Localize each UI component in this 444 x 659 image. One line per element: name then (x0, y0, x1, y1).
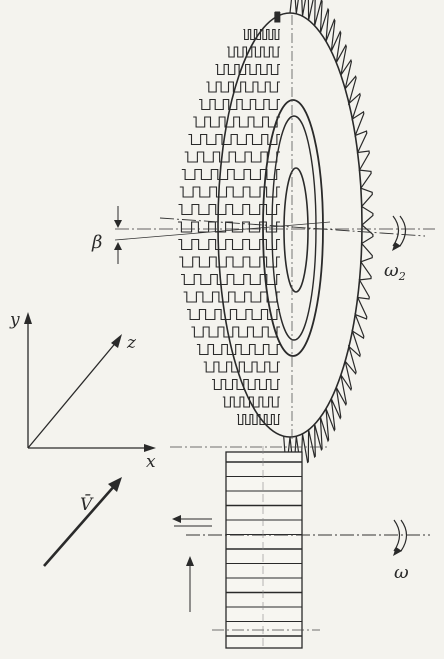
beta-tilted-line (114, 221, 331, 241)
velocity-label: V̄ (80, 493, 94, 515)
hob-thread-row (188, 133, 280, 146)
feed-arrows (172, 515, 212, 612)
omega2-arrowhead (392, 242, 401, 251)
beta-arrowhead-top (114, 220, 122, 228)
hob-thread-row (227, 46, 280, 58)
hob-thread-row (274, 11, 281, 23)
hob-cutter (178, 0, 374, 469)
omega-arc-2 (400, 519, 408, 552)
workpiece-tooth-bands (226, 461, 302, 637)
hob-thread-row (196, 343, 280, 356)
velocity-arrowhead (108, 477, 122, 492)
x-axis-label: x (146, 452, 156, 472)
omega2-label: ω2 (384, 260, 406, 283)
y-axis-label: y (9, 310, 20, 330)
hob-thread-row (183, 291, 280, 303)
omega-arc-1 (393, 519, 401, 552)
beta-label: β (91, 232, 102, 253)
omega2-rotation: ω2 (384, 215, 407, 283)
hob-thread-row (181, 168, 280, 181)
hob-thread-row (222, 396, 280, 408)
hob-thread-row (212, 378, 280, 391)
hob-thread-row (178, 238, 280, 251)
hob-thread-row (193, 116, 280, 128)
hob-thread-row (187, 308, 280, 321)
hob-thread-row (191, 326, 280, 338)
hob-inner-ring-2 (271, 115, 317, 341)
omega2-arc-1 (392, 215, 400, 247)
hob-axis-line (159, 217, 426, 237)
hob-thread-row (179, 186, 280, 198)
hob-thread-row (243, 28, 280, 41)
workpiece (170, 446, 430, 649)
hob-thread-row (215, 63, 280, 76)
hob-thread-row (199, 98, 280, 111)
velocity-vector: V̄ (43, 477, 122, 567)
z-axis-label: z (126, 333, 137, 353)
hob-teeth (283, 0, 374, 469)
beta-angle-marker: β (91, 206, 122, 264)
hob-hub (283, 167, 309, 293)
beta-arrowhead-bottom (114, 242, 122, 250)
z-axis-arrowhead (111, 334, 122, 348)
hob-axis (114, 217, 435, 241)
feed-arrowhead-up (186, 556, 194, 566)
omega2-arc-2 (399, 215, 407, 247)
omega-rotation: ω (393, 519, 409, 583)
coordinate-axes: y x z (9, 310, 156, 472)
hob-thread-row (178, 203, 280, 216)
hob-thread-row (179, 256, 280, 268)
feed-arrowhead-left (172, 515, 181, 523)
hob-thread-row (237, 413, 280, 426)
hob-body-outline (217, 12, 363, 438)
hob-right-rim-teeth (283, 0, 374, 469)
hob-thread-row (181, 273, 280, 286)
omega-label: ω (394, 562, 409, 583)
hob-thread-bands (178, 11, 281, 426)
hob-thread-row (203, 361, 280, 373)
workpiece-body (225, 451, 303, 649)
z-axis (27, 339, 119, 449)
y-axis-arrowhead (24, 312, 32, 324)
hob-thread-row (184, 151, 280, 163)
omega-arrowhead (393, 547, 402, 556)
velocity-arrow (43, 483, 117, 567)
x-axis-arrowhead (144, 444, 156, 452)
hob-thread-row (178, 221, 280, 233)
hob-thread-row (206, 81, 280, 93)
